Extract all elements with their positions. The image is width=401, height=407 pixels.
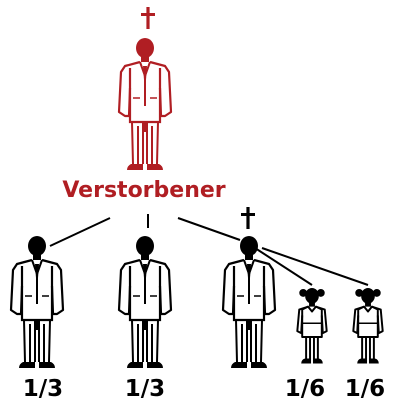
grandchild-1 — [296, 287, 328, 365]
heir-1-share: 1/3 — [22, 376, 64, 402]
grandchild-1-figure-icon — [296, 287, 328, 365]
heir-1 — [9, 234, 65, 370]
heir-3-deceased — [221, 207, 277, 370]
grandchild-2 — [352, 287, 384, 365]
family-connectors — [49, 214, 369, 286]
deceased-person — [117, 7, 173, 172]
deceased-figure-icon — [117, 36, 173, 172]
heir-2 — [117, 234, 173, 370]
heir-2-share: 1/3 — [124, 376, 166, 402]
heir-1-figure-icon — [9, 234, 65, 370]
deceased-cross-icon — [141, 7, 155, 29]
connector-heir-1 — [49, 217, 111, 247]
grandchild-2-share: 1/6 — [344, 376, 386, 402]
deceased-label: Verstorbener — [62, 178, 226, 203]
connector-grandchild-2 — [261, 247, 369, 286]
heir-2-figure-icon — [117, 234, 173, 370]
grandchild-2-figure-icon — [352, 287, 384, 365]
connector-grandchild-1 — [254, 247, 313, 286]
heir-3-cross-icon — [241, 207, 255, 229]
connector-heir-3 — [177, 217, 241, 241]
grandchild-1-share: 1/6 — [284, 376, 326, 402]
